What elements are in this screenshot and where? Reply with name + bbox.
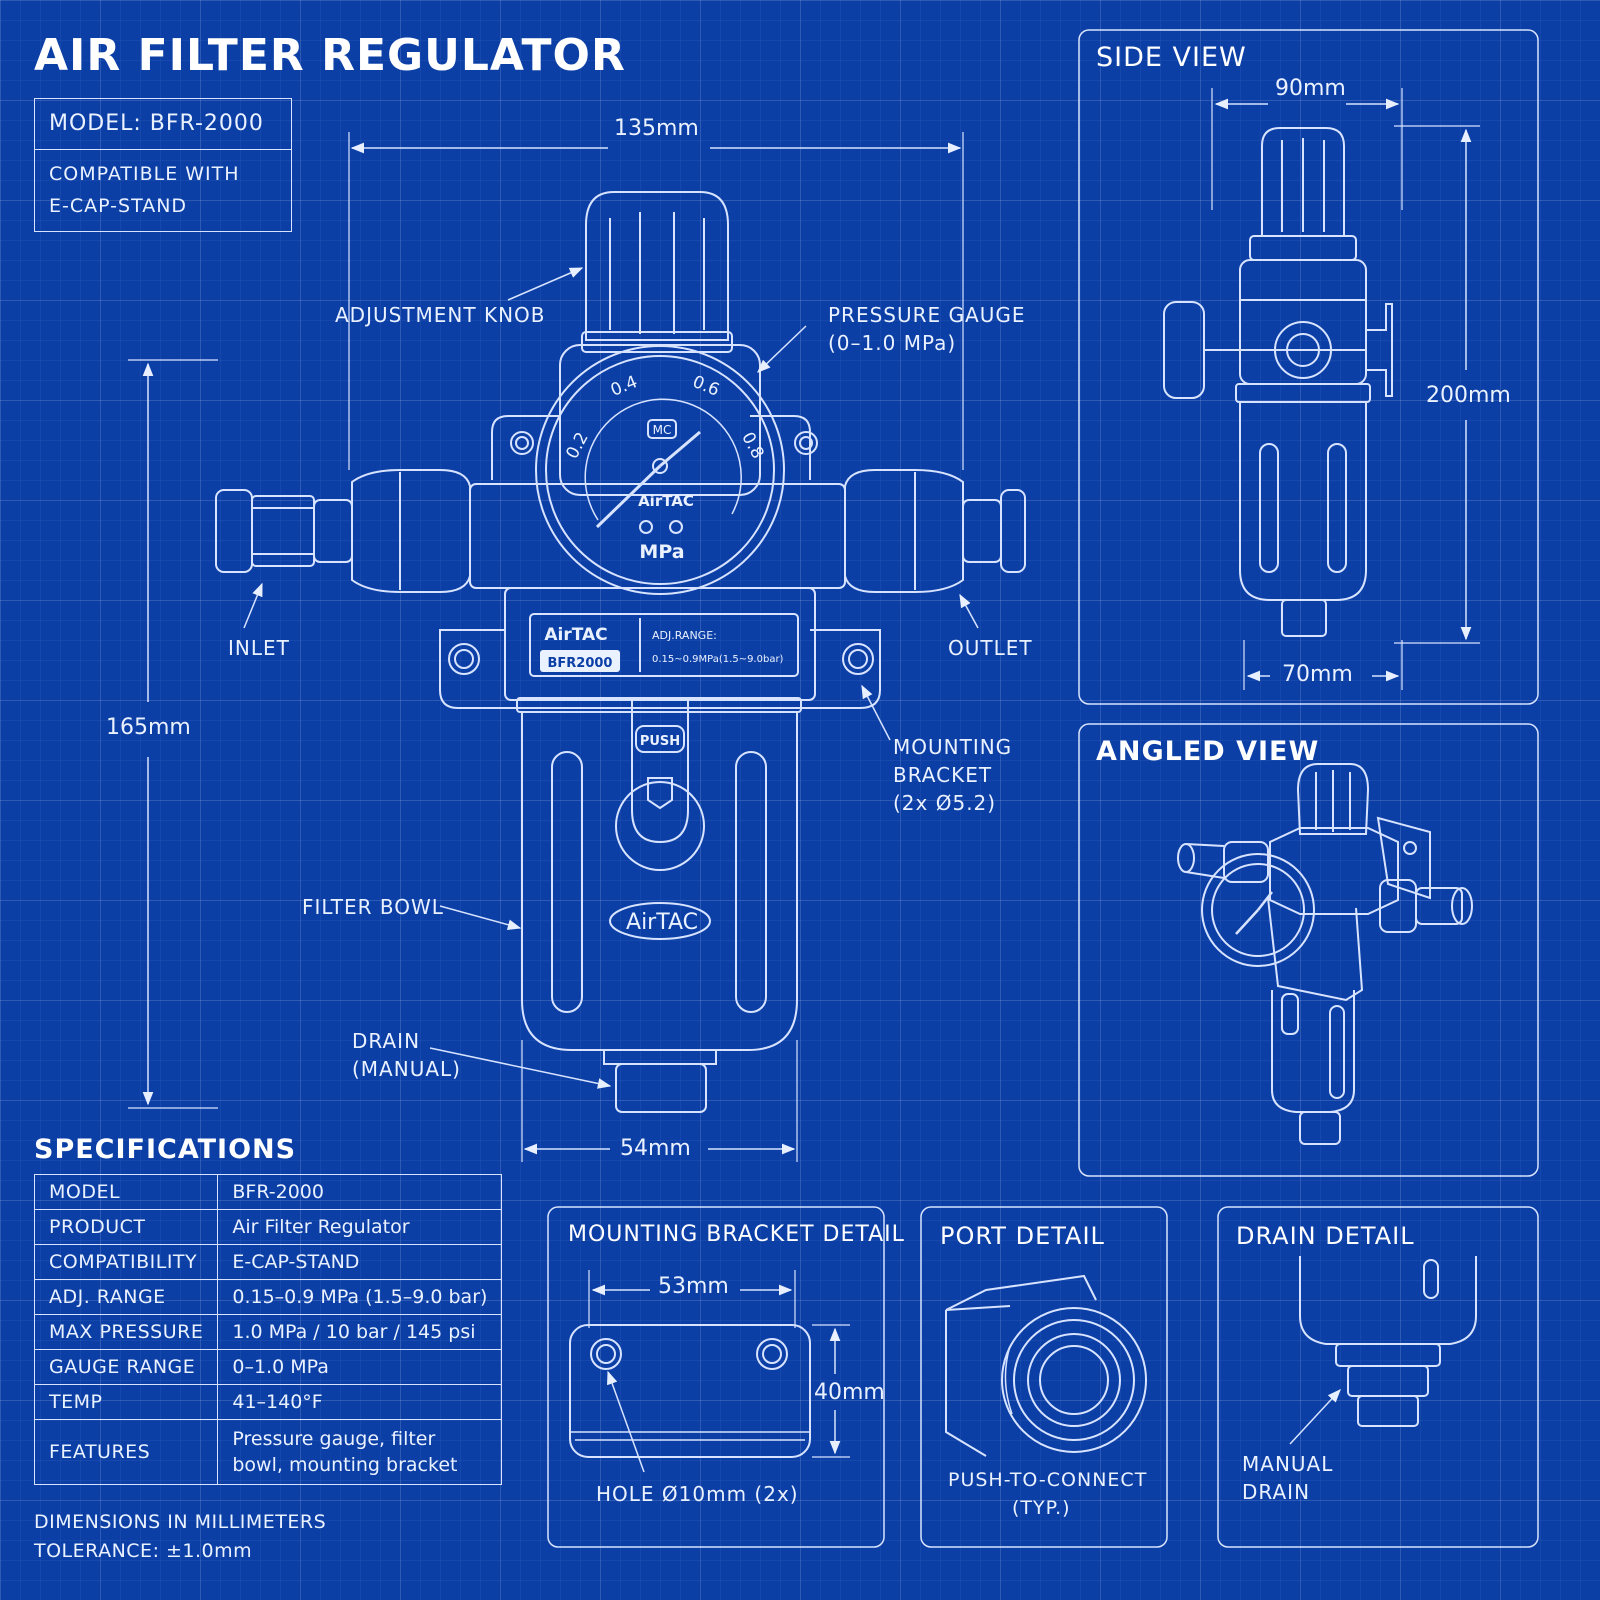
- dimension-54: 54mm: [620, 1136, 691, 1161]
- manual-drain: [615, 1063, 707, 1113]
- spec-value: Air Filter Regulator: [217, 1209, 503, 1245]
- model-label: MODEL: BFR-2000: [35, 99, 291, 150]
- drain-detail-drawing: [1289, 1256, 1477, 1445]
- callout-outlet: OUTLET: [948, 636, 1033, 660]
- callout-drain-manual: (MANUAL): [352, 1057, 461, 1081]
- dimension-165: 165mm: [106, 715, 191, 740]
- spec-value: E-CAP-STAND: [217, 1244, 503, 1280]
- port-detail-panel: [920, 1206, 1168, 1548]
- body-range-title: ADJ.RANGE:: [652, 629, 717, 642]
- bracket-width: 53mm: [658, 1274, 729, 1299]
- angled-view-panel: [1078, 723, 1539, 1177]
- dimension-135: 135mm: [614, 116, 699, 141]
- spec-key: FEATURES: [33, 1419, 219, 1485]
- callout-adjustment-knob: ADJUSTMENT KNOB: [335, 303, 546, 327]
- model-box: MODEL: BFR-2000 COMPATIBLE WITH E-CAP-ST…: [34, 98, 292, 232]
- port-detail-drawing: [945, 1274, 1147, 1457]
- callout-filter-bowl: FILTER BOWL: [302, 895, 444, 919]
- side-view-panel: [1078, 29, 1539, 705]
- gauge-tick-0.8: 0.8: [737, 429, 767, 462]
- callout-mounting-2: BRACKET: [893, 763, 993, 787]
- spec-key: MODEL: [33, 1174, 219, 1210]
- bracket-detail-panel: [547, 1206, 885, 1548]
- callout-inlet: INLET: [228, 636, 290, 660]
- dimension-54-line: [521, 1040, 798, 1162]
- regulator-front-view: [215, 191, 1026, 1113]
- gauge-tick-0.6: 0.6: [690, 372, 723, 401]
- outlet-fitting: [844, 469, 1026, 593]
- side-view-top-width: 90mm: [1275, 76, 1346, 101]
- port-detail-title: PORT DETAIL: [940, 1222, 1105, 1250]
- callout-drain: DRAIN: [352, 1029, 421, 1053]
- body-label-text: AirTAC BFR2000 ADJ.RANGE: 0.15~0.9MPa(1.…: [544, 625, 783, 935]
- bracket-hole: HOLE Ø10mm (2x): [596, 1482, 799, 1506]
- dimension-165-line: [128, 359, 218, 1109]
- drain-note-1: MANUAL: [1242, 1452, 1334, 1476]
- gauge-tick-0.4: 0.4: [608, 372, 641, 401]
- footer-line-1: DIMENSIONS IN MILLIMETERS: [34, 1511, 327, 1533]
- spec-value: BFR-2000: [217, 1174, 503, 1210]
- side-view-drawing: [1163, 88, 1480, 690]
- pressure-gauge: [535, 345, 785, 595]
- spec-value: 0–1.0 MPa: [217, 1349, 503, 1385]
- angled-view-drawing: [1177, 763, 1473, 1145]
- drain-detail-title: DRAIN DETAIL: [1236, 1222, 1415, 1250]
- footer-line-2: TOLERANCE: ±1.0mm: [34, 1540, 253, 1562]
- inlet-fitting: [215, 469, 471, 593]
- footer-notes: DIMENSIONS IN MILLIMETERS TOLERANCE: ±1.…: [34, 1508, 326, 1566]
- port-note-1: PUSH-TO-CONNECT: [948, 1469, 1148, 1491]
- side-view-title: SIDE VIEW: [1096, 42, 1247, 73]
- spec-value: 0.15–0.9 MPa (1.5–9.0 bar): [217, 1279, 503, 1315]
- bracket-height: 40mm: [814, 1380, 885, 1405]
- side-view-bottom-width: 70mm: [1282, 662, 1353, 687]
- bracket-detail-title: MOUNTING BRACKET DETAIL: [568, 1222, 905, 1247]
- angled-view-title: ANGLED VIEW: [1096, 736, 1320, 767]
- compat-line-1: COMPATIBLE WITH: [49, 163, 240, 185]
- spec-value: 1.0 MPa / 10 bar / 145 psi: [217, 1314, 503, 1350]
- specifications-title: SPECIFICATIONS: [34, 1134, 297, 1165]
- dimension-135-line: [348, 132, 964, 470]
- spec-key: MAX PRESSURE: [33, 1314, 219, 1350]
- spec-value: Pressure gauge, filter bowl, mounting br…: [217, 1419, 503, 1485]
- bowl-push: PUSH: [640, 734, 680, 749]
- bracket-detail-drawing: [569, 1270, 850, 1473]
- bowl-brand: AirTAC: [626, 910, 698, 935]
- gauge-brand: AirTAC: [638, 492, 694, 510]
- callout-mounting-1: MOUNTING: [893, 735, 1013, 759]
- side-view-height: 200mm: [1426, 383, 1511, 408]
- callout-leaders: [243, 267, 979, 1089]
- spec-key: TEMP: [33, 1384, 219, 1420]
- drain-note-2: DRAIN: [1242, 1480, 1311, 1504]
- callout-mounting-3: (2x Ø5.2): [893, 791, 997, 815]
- page-title: AIR FILTER REGULATOR: [34, 30, 626, 81]
- drain-detail-panel: [1217, 1206, 1539, 1548]
- body-brand: AirTAC: [544, 625, 607, 645]
- callout-pressure-gauge: PRESSURE GAUGE: [828, 303, 1026, 327]
- gauge-badge: MC: [653, 423, 672, 437]
- gauge-dial-text: 0.2 0.4 0.6 0.8 MC AirTAC MPa: [562, 372, 767, 563]
- body-model: BFR2000: [548, 656, 613, 671]
- spec-key: ADJ. RANGE: [33, 1279, 219, 1315]
- spec-value: 41–140°F: [217, 1384, 503, 1420]
- spec-key: GAUGE RANGE: [33, 1349, 219, 1385]
- body-range-value: 0.15~0.9MPa(1.5~9.0bar): [652, 654, 784, 665]
- gauge-unit: MPa: [639, 541, 684, 563]
- callout-pressure-gauge-range: (0–1.0 MPa): [828, 331, 957, 355]
- compat-line-2: E-CAP-STAND: [49, 195, 188, 217]
- spec-key: COMPATIBILITY: [33, 1244, 219, 1280]
- port-note-2: (TYP.): [1012, 1497, 1071, 1519]
- filter-bowl: [521, 712, 798, 1051]
- spec-key: PRODUCT: [33, 1209, 219, 1245]
